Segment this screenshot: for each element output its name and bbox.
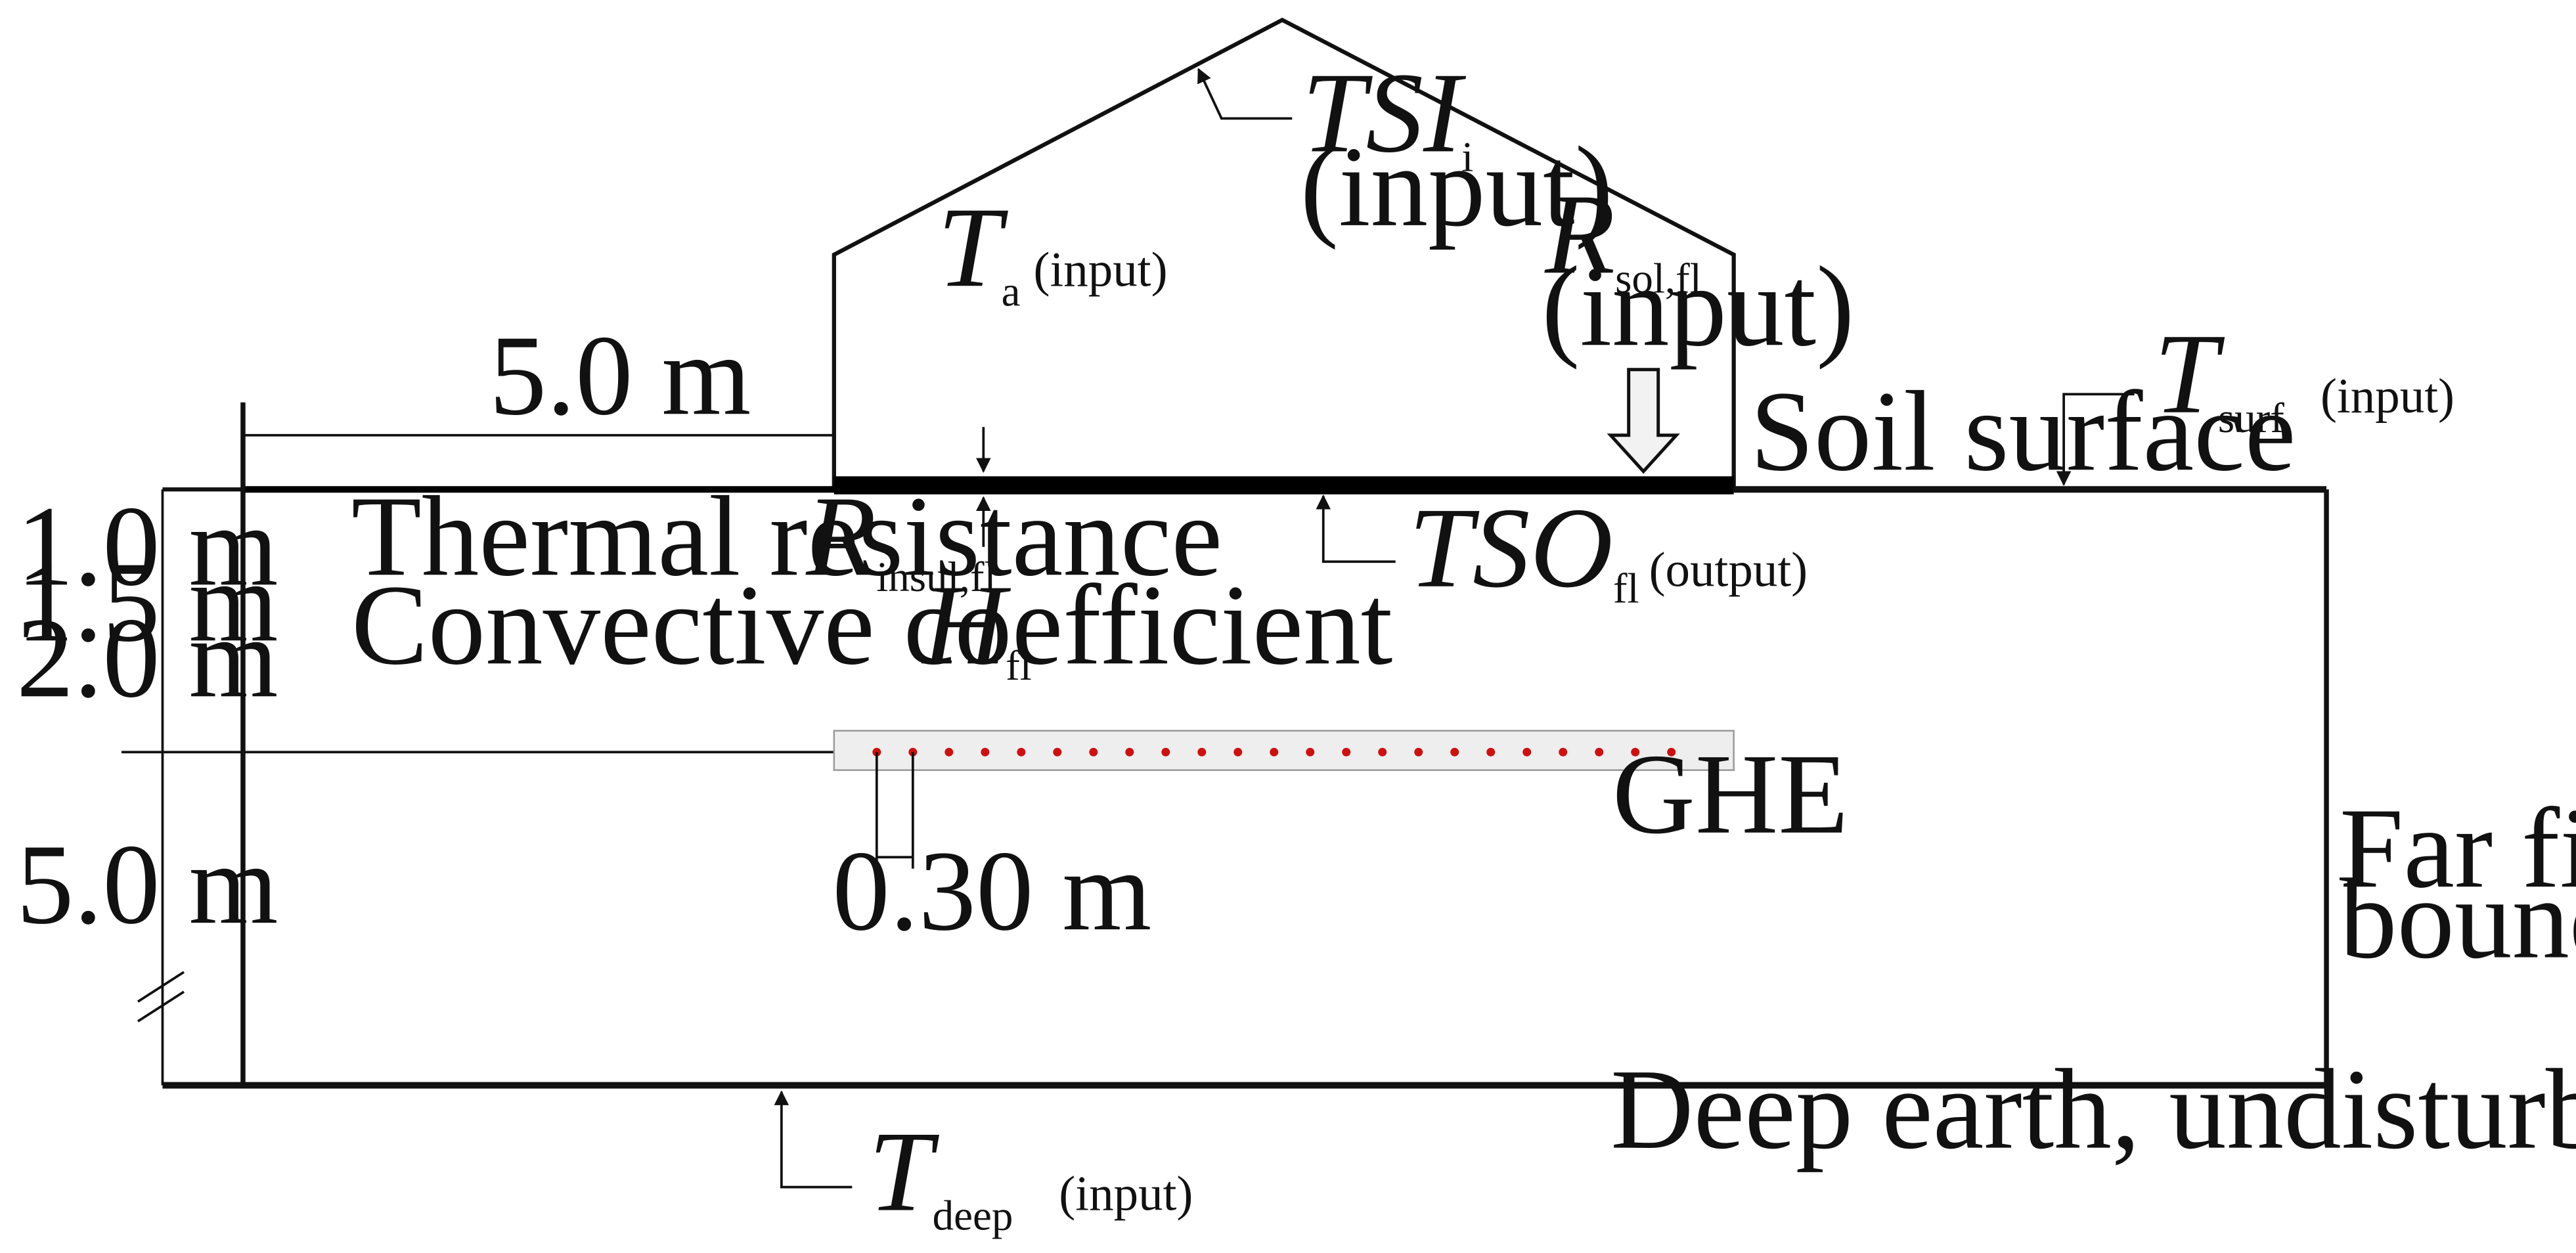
pipe-dot (1017, 747, 1026, 757)
tsi-label: TSIi (1302, 49, 1473, 181)
pipe-dot (1559, 747, 1568, 757)
dim-5m-top-label: 5.0 m (489, 311, 751, 439)
tsi-note: (input) (1300, 123, 1613, 250)
pipe-dot (944, 747, 954, 757)
pipe-dot (1595, 747, 1604, 757)
pipe-dot (1631, 747, 1640, 757)
pipe-spacing-label: 0.30 m (832, 827, 1151, 954)
pipe-dot (1486, 747, 1496, 757)
tso-label: TSOfl(output) (1409, 484, 1808, 613)
tdeep-leader (774, 1090, 853, 1189)
pipe-dot (981, 747, 990, 757)
convective-label: Convective coefficient (351, 561, 1392, 688)
thermal-resistance-label: Thermal resistance (351, 472, 1222, 600)
solar-radiation-arrow (1607, 368, 1680, 474)
pipe-dot (1342, 747, 1351, 757)
pipe-dot (1053, 747, 1062, 757)
ghe-label: GHE (1612, 730, 1849, 858)
deep-earth-label: Deep earth, undisturbed (1610, 1045, 2576, 1173)
pipe-dot (1125, 747, 1134, 757)
far-field-label-2: boundary (2340, 855, 2576, 982)
tsurf-label: Tsurf(input) (2154, 310, 2454, 442)
break-mark-2 (137, 990, 185, 1022)
rsol-note: (input) (1542, 242, 1854, 370)
pipe-dot (1450, 747, 1459, 757)
pipe-dot (1667, 747, 1676, 757)
depth-label-deep: 5.0 m (16, 820, 278, 948)
ta-label: Ta(input) (937, 183, 1167, 315)
far-field-label-1: Far field (2340, 784, 2576, 912)
tdeep-label: Tdeep(input) (868, 1108, 1193, 1240)
pipe-dot (1197, 747, 1207, 757)
ghe-pipes (872, 747, 1676, 757)
pipe-dot (1378, 747, 1387, 757)
tsurf-leader (2056, 393, 2135, 487)
depth-label-2: 1.5 m (16, 538, 278, 665)
pipe-dot (1161, 747, 1170, 757)
break-mark-1 (137, 971, 185, 1003)
pipe-dot (1233, 747, 1243, 757)
soil-surface-label: Soil surface (1750, 367, 2296, 495)
rsol-label: Rsol,fl (1544, 170, 1702, 302)
pipe-dot (1414, 747, 1423, 757)
insulated-floor (833, 476, 1734, 495)
tsi-leader (1197, 68, 1293, 120)
greenhouse-outline (832, 17, 1736, 488)
tso-leader (1316, 495, 1396, 563)
pipe-dot (1270, 747, 1279, 757)
pipe-dot (1089, 747, 1098, 757)
pipe-dot (1306, 747, 1315, 757)
depth-label-1: 1.0 m (16, 482, 278, 609)
depth-label-3: 2.0 m (16, 594, 278, 721)
hfl-label: Hfl (922, 561, 1032, 690)
pipe-dot (1522, 747, 1532, 757)
rinsul-label: Rinsul,fl (805, 472, 996, 601)
